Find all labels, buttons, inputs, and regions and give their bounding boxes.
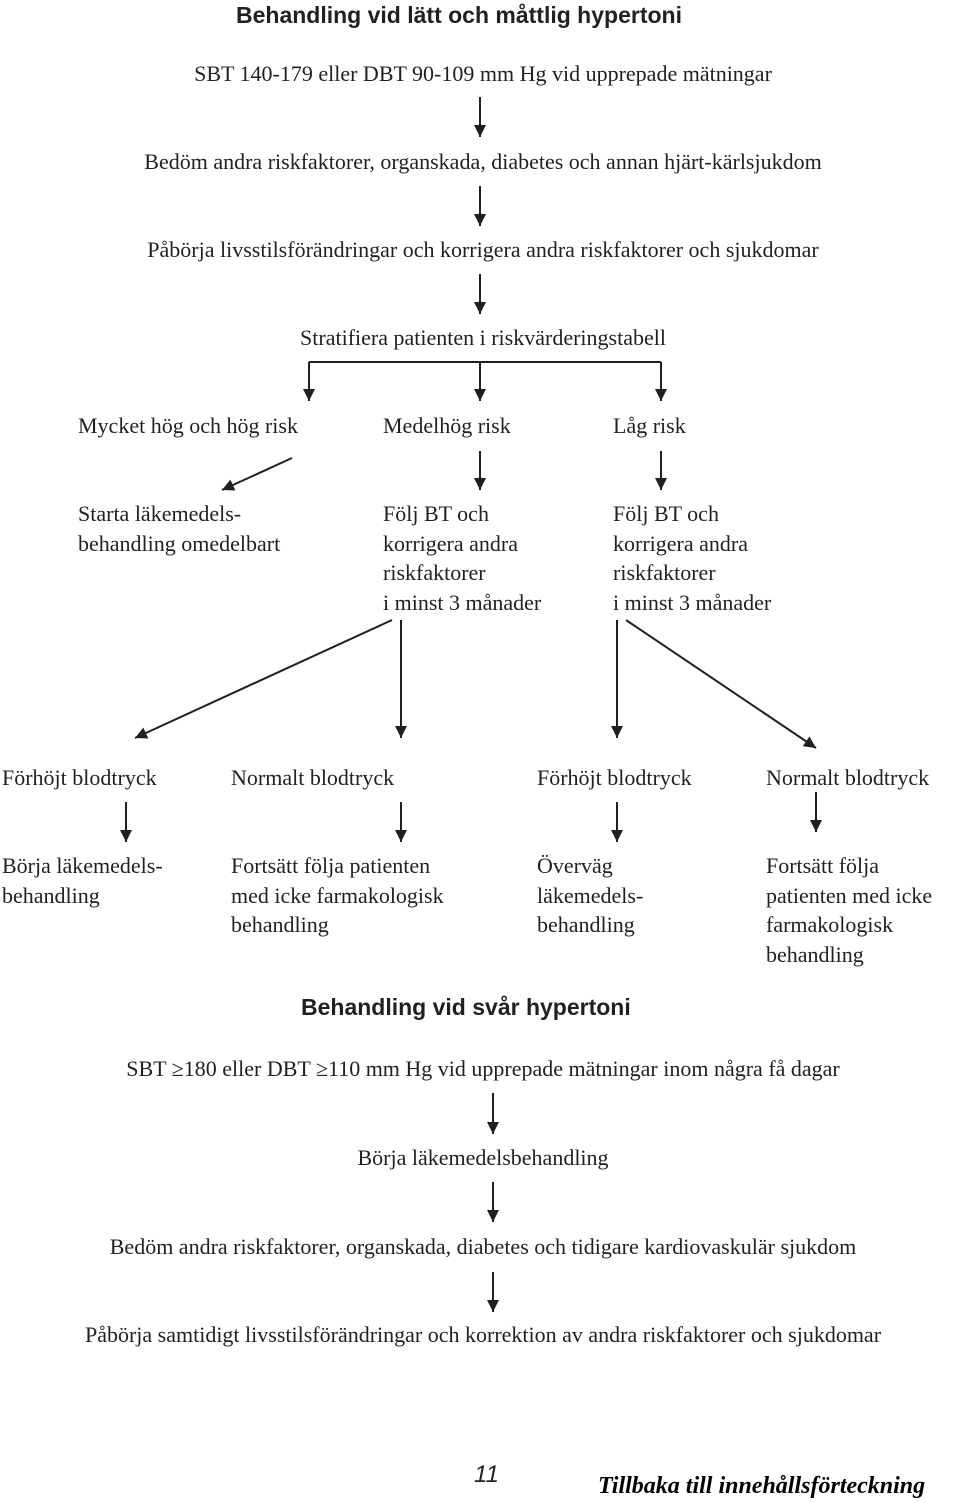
outcome-action-line: behandling: [231, 912, 329, 937]
outcome-action-line: Fortsätt följa patienten: [231, 853, 431, 878]
toc-link[interactable]: Tillbaka till innehållsförteckning: [598, 1473, 926, 1499]
medium-risk-action-line: Följ BT och: [383, 501, 489, 526]
outcome-normal-medium: Normalt blodtryck: [231, 765, 395, 790]
mild-step-2: Bedöm andra riskfaktorer, organskada, di…: [144, 149, 822, 174]
outcome-elevated-medium: Förhöjt blodtryck: [2, 765, 157, 790]
outcome-action-line: Fortsätt följa: [766, 853, 880, 878]
outcome-action-line: patienten med icke: [766, 882, 933, 908]
outcome-normal-low: Normalt blodtryck: [766, 765, 930, 790]
risk-level-high: Mycket hög och hög risk: [78, 413, 298, 438]
outcome-elevated-low: Förhöjt blodtryck: [537, 765, 692, 790]
low-risk-action-line: i minst 3 månader: [613, 589, 772, 615]
mild-step-4: Stratifiera patienten i riskvärderingsta…: [300, 325, 666, 350]
severe-step-1: SBT ≥180 eller DBT ≥110 mm Hg vid upprep…: [126, 1056, 840, 1081]
outcome-action-line: behandling: [537, 912, 635, 937]
outcome-action-line: farmakologisk: [766, 912, 894, 937]
high-risk-action-line: behandling omedelbart: [78, 530, 281, 556]
outcome-action-line: Börja läkemedels-: [2, 853, 163, 878]
severe-heading: Behandling vid svår hypertoni: [301, 994, 631, 1020]
mild-step-3: Påbörja livsstilsförändringar och korrig…: [147, 237, 819, 262]
low-risk-action-line: riskfaktorer: [613, 560, 716, 585]
outcome-action-line: Överväg: [537, 853, 613, 878]
outcome-action-line: läkemedels-: [537, 882, 644, 908]
risk-level-medium: Medelhög risk: [383, 413, 511, 438]
low-risk-action-line: korrigera andra: [613, 530, 748, 556]
severe-step-4: Påbörja samtidigt livsstilsförändringar …: [84, 1322, 882, 1347]
outcome-action-line: behandling: [766, 941, 864, 967]
arrow-medium-to-elevated: [134, 619, 393, 739]
low-risk-action-line: Följ BT och: [613, 501, 719, 526]
high-risk-action-line: Starta läkemedels-: [78, 501, 242, 526]
severe-step-2: Börja läkemedelsbehandling: [357, 1145, 609, 1170]
severe-step-3: Bedöm andra riskfaktorer, organskada, di…: [109, 1234, 857, 1259]
outcome-action-line: med icke farmakologisk: [231, 882, 444, 908]
arrow-low-to-normal: [625, 619, 817, 749]
medium-risk-action-line: riskfaktorer: [383, 560, 486, 585]
arrow-high-risk-action: [221, 457, 293, 491]
outcome-action-line: behandling: [2, 882, 100, 908]
mild-heading: Behandling vid lätt och måttlig hyperton…: [236, 2, 682, 28]
medium-risk-action-line: korrigera andra: [383, 530, 518, 556]
risk-level-low: Låg risk: [613, 413, 686, 438]
medium-risk-action-line: i minst 3 månader: [383, 589, 542, 615]
mild-step-1: SBT 140-179 eller DBT 90-109 mm Hg vid u…: [194, 61, 772, 86]
page-number: 11: [474, 1461, 499, 1488]
